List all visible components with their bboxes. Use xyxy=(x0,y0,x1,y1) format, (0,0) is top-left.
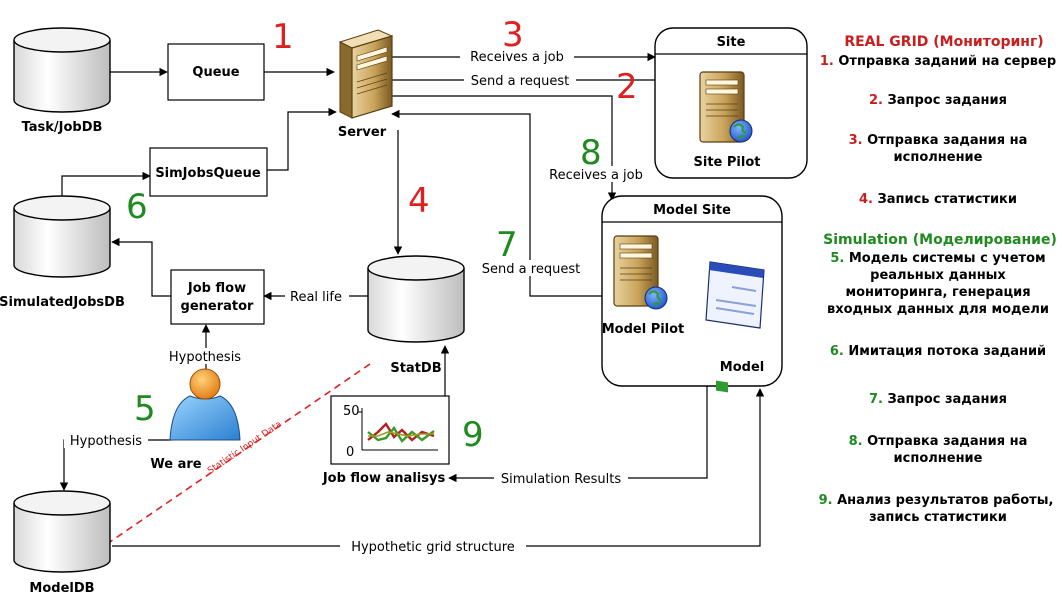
legend-sim-title: Simulation (Моделирование) xyxy=(823,232,1057,248)
model-db: ModelDB xyxy=(13,490,111,596)
edge-simqueue-server xyxy=(267,107,337,171)
legend: REAL GRID (Мониторинг) 1. Отправка задан… xyxy=(819,34,1057,525)
job-flow-generator-line2: generator xyxy=(181,299,255,314)
mini-chart-y-bottom: 0 xyxy=(346,445,354,460)
legend-item-5-line3: мониторинга, генерация xyxy=(845,285,1030,300)
step-numbers: 1 3 2 8 4 6 7 5 9 xyxy=(126,15,638,455)
step-4: 4 xyxy=(408,181,430,221)
edge-server-modelsite xyxy=(390,95,617,201)
step-7: 7 xyxy=(496,225,518,265)
edge-modeldb-modelsite xyxy=(112,388,765,547)
edge-modelsite-server xyxy=(391,109,602,297)
edge-label-hypothesis-up: Hypothesis xyxy=(169,350,241,365)
site-title: Site xyxy=(717,35,746,50)
server: Server xyxy=(338,29,394,140)
legend-item-4: 4. Запись статистики xyxy=(859,192,1017,207)
we-are-label: We are xyxy=(150,457,201,472)
model-db-label: ModelDB xyxy=(29,581,94,596)
queue-label: Queue xyxy=(192,65,239,80)
edge-label-receives-job-8: Receives a job xyxy=(549,168,643,183)
job-flow-generator-box: Job flow generator xyxy=(170,269,265,325)
edge-label-simulation-results: Simulation Results xyxy=(501,472,622,487)
edge-label-receives-job-top: Receives a job xyxy=(470,50,564,65)
model-pilot-server-icon xyxy=(613,235,659,307)
edge-gen-simdb xyxy=(111,237,171,297)
step-6: 6 xyxy=(126,187,148,227)
legend-item-5-line2: реальных данных xyxy=(870,268,1006,283)
edge-label-send-request-top: Send a request xyxy=(471,74,569,89)
stat-db: StatDB xyxy=(367,255,465,376)
step-3: 3 xyxy=(502,15,524,55)
model-pilot-globe-icon xyxy=(644,286,668,310)
task-db-label: Task/JobDB xyxy=(22,120,103,135)
edge-statdb-modeldb-dashed xyxy=(103,363,371,547)
site-pilot-globe-icon xyxy=(729,119,753,143)
job-flow-analysis: 50 0 Job flow analisys xyxy=(322,395,450,486)
site-pilot-label: Site Pilot xyxy=(694,155,761,170)
edge-simdb-simqueue xyxy=(61,171,151,196)
edge-label-send-request-7: Send a request xyxy=(482,262,580,277)
server-label: Server xyxy=(338,125,387,140)
task-db: Task/JobDB xyxy=(13,27,111,135)
site-box: Site Site Pilot xyxy=(654,27,808,179)
model-site-title: Model Site xyxy=(653,203,731,218)
queue-box: Queue xyxy=(167,43,265,101)
legend-item-2: 2. Запрос задания xyxy=(869,93,1007,108)
legend-item-5-line4: входных данных для модели xyxy=(827,302,1049,317)
model-site-box: Model Site Model Pilot Model xyxy=(601,195,783,393)
step-2: 2 xyxy=(616,67,638,107)
mini-chart-y-top: 50 xyxy=(343,404,360,419)
step-8: 8 xyxy=(580,133,602,173)
simulated-jobs-db: SimulatedJobsDB xyxy=(0,195,125,310)
server-icon xyxy=(338,29,394,119)
simulated-jobs-db-label: SimulatedJobsDB xyxy=(0,295,125,310)
person-icon xyxy=(169,368,241,441)
step-9: 9 xyxy=(462,415,484,455)
legend-item-6: 6. Имитация потока заданий xyxy=(830,344,1046,359)
legend-item-8-line2: исполнение xyxy=(894,451,983,466)
legend-item-5: 5. Модель системы с учетом xyxy=(830,251,1045,266)
job-flow-analysis-label: Job flow analisys xyxy=(322,471,446,486)
legend-item-1: 1. Отправка заданий на сервер xyxy=(820,54,1056,69)
step-5: 5 xyxy=(134,389,156,429)
legend-item-7: 7. Запрос задания xyxy=(869,392,1007,407)
mini-chart-series-olive xyxy=(368,431,434,437)
edge-label-hypothetic-grid: Hypothetic grid structure xyxy=(351,540,515,555)
legend-item-3-line2: исполнение xyxy=(894,150,983,165)
sim-jobs-queue-box: SimJobsQueue xyxy=(149,147,268,197)
edge-label-real-life: Real life xyxy=(290,290,342,305)
edge-model-analysis xyxy=(448,386,708,483)
step-1: 1 xyxy=(272,17,294,57)
model-pilot-label: Model Pilot xyxy=(602,322,685,337)
edge-label-hypothesis-left: Hypothesis xyxy=(70,434,142,449)
model-label: Model xyxy=(720,360,764,375)
job-flow-generator-line1: Job flow xyxy=(187,281,246,296)
legend-real-title: REAL GRID (Мониторинг) xyxy=(844,34,1043,50)
we-are-person: We are xyxy=(150,368,241,472)
legend-item-9-line2: запись статистики xyxy=(869,510,1007,525)
stat-db-label: StatDB xyxy=(390,361,441,376)
legend-item-8: 8. Отправка задания на xyxy=(849,434,1028,449)
model-window-icon xyxy=(705,261,765,393)
legend-item-3: 3. Отправка задания на xyxy=(849,133,1028,148)
sim-jobs-queue-label: SimJobsQueue xyxy=(155,166,261,181)
legend-item-9: 9. Анализ результатов работы, xyxy=(819,493,1054,508)
